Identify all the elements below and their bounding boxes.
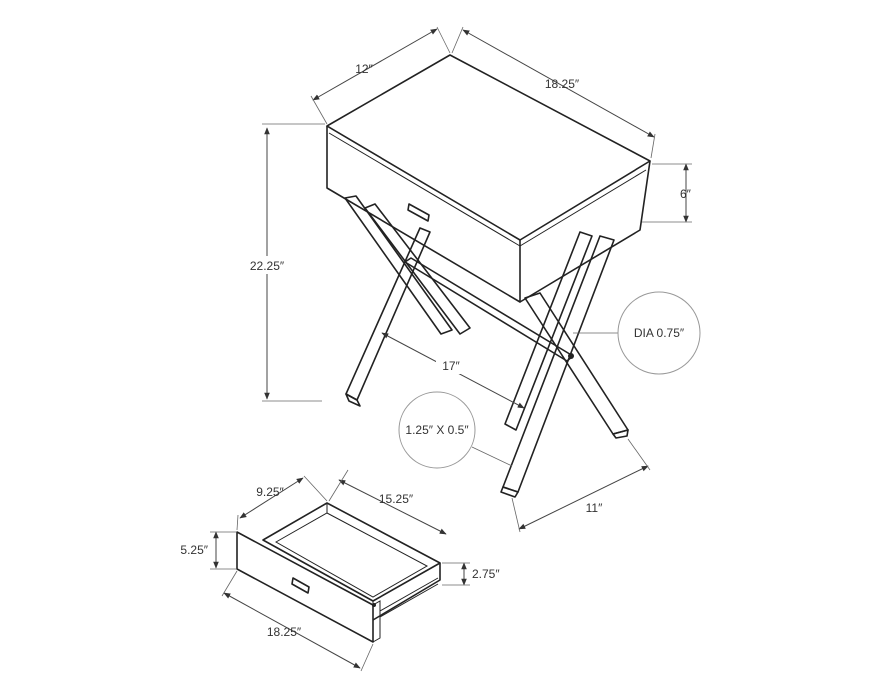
- drawer-box-height-label: 2.75″: [472, 567, 500, 581]
- drawer-front-height-label: 5.25″: [180, 543, 208, 557]
- drawer-handle: [407, 203, 430, 222]
- drawer-pull: [291, 577, 310, 594]
- side-table-drawing: 12″ 18.25″ 6″ 22.25″ 17″ 11″ DIA 0.75″ 1…: [244, 26, 701, 533]
- top-width-label: 18.25″: [545, 77, 580, 91]
- top-depth-dimension-line: [312, 28, 438, 101]
- drawer-drawing: 9.25″ 15.25″ 5.25″ 2.75″ 18.25″: [180, 469, 500, 672]
- stretcher-bar: [404, 257, 574, 362]
- front-legs: [344, 195, 629, 498]
- base-depth-label: 11″: [586, 501, 603, 515]
- drawer-depth-dimension-line: [239, 477, 304, 519]
- overall-height-label: 22.25″: [250, 259, 285, 273]
- drawer-inner-width-label: 15.25″: [379, 492, 414, 506]
- top-width-dimension-line: [462, 29, 655, 138]
- back-legs: [345, 203, 471, 407]
- top-depth-label: 12″: [355, 62, 373, 76]
- leg-diameter-label: DIA 0.75″: [634, 326, 685, 340]
- bolt-cap: [568, 353, 574, 359]
- base-depth-dimension-line: [518, 465, 649, 530]
- drawer-front: [236, 531, 374, 643]
- drawer-front-width-dimension-line: [223, 592, 361, 669]
- drawer-height-label: 6″: [680, 187, 692, 201]
- leg-diameter-callout: [617, 291, 701, 375]
- table-top: [326, 54, 651, 303]
- leg-spacing-label: 17″: [442, 359, 460, 373]
- drawer-inner-width-dimension-line: [338, 479, 447, 535]
- drawer-front-width-label: 18.25″: [267, 625, 302, 639]
- drawer-depth-label: 9.25″: [256, 485, 284, 499]
- leg-section-label: 1.25″ X 0.5″: [405, 423, 469, 437]
- leg-section-callout: [398, 391, 476, 469]
